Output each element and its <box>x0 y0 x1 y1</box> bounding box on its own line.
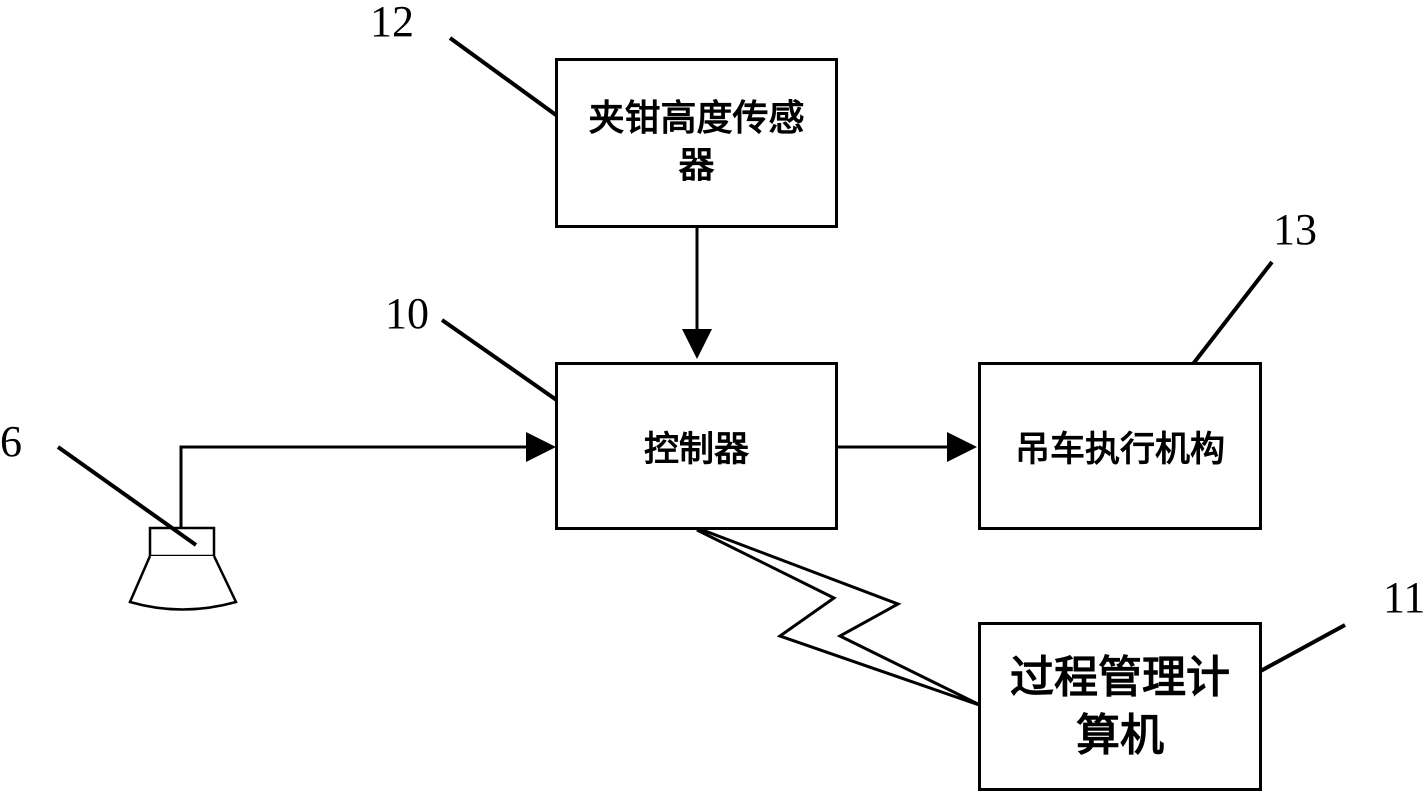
ref-number-10: 10 <box>385 289 429 338</box>
leader-line-6 <box>56 445 198 547</box>
speaker-device-icon <box>128 526 238 611</box>
clamp-height-sensor-box: 夹钳高度传感器 <box>555 58 838 228</box>
controller-box: 控制器 <box>555 362 838 530</box>
process-computer-label: 过程管理计算机 <box>1010 652 1230 761</box>
process-computer-box: 过程管理计算机 <box>978 622 1262 791</box>
clamp-height-sensor-label: 夹钳高度传感器 <box>588 98 805 186</box>
ref-number-13: 13 <box>1273 205 1317 254</box>
wireless-link <box>696 528 983 708</box>
crane-actuator-label: 吊车执行机构 <box>1014 429 1225 470</box>
crane-actuator-box: 吊车执行机构 <box>978 362 1262 530</box>
ref-number-12: 12 <box>370 0 414 46</box>
arrow-device-to-controller <box>179 432 556 528</box>
ref-number-6: 6 <box>0 417 22 466</box>
ref-number-11: 11 <box>1383 573 1426 622</box>
controller-label: 控制器 <box>643 429 749 470</box>
